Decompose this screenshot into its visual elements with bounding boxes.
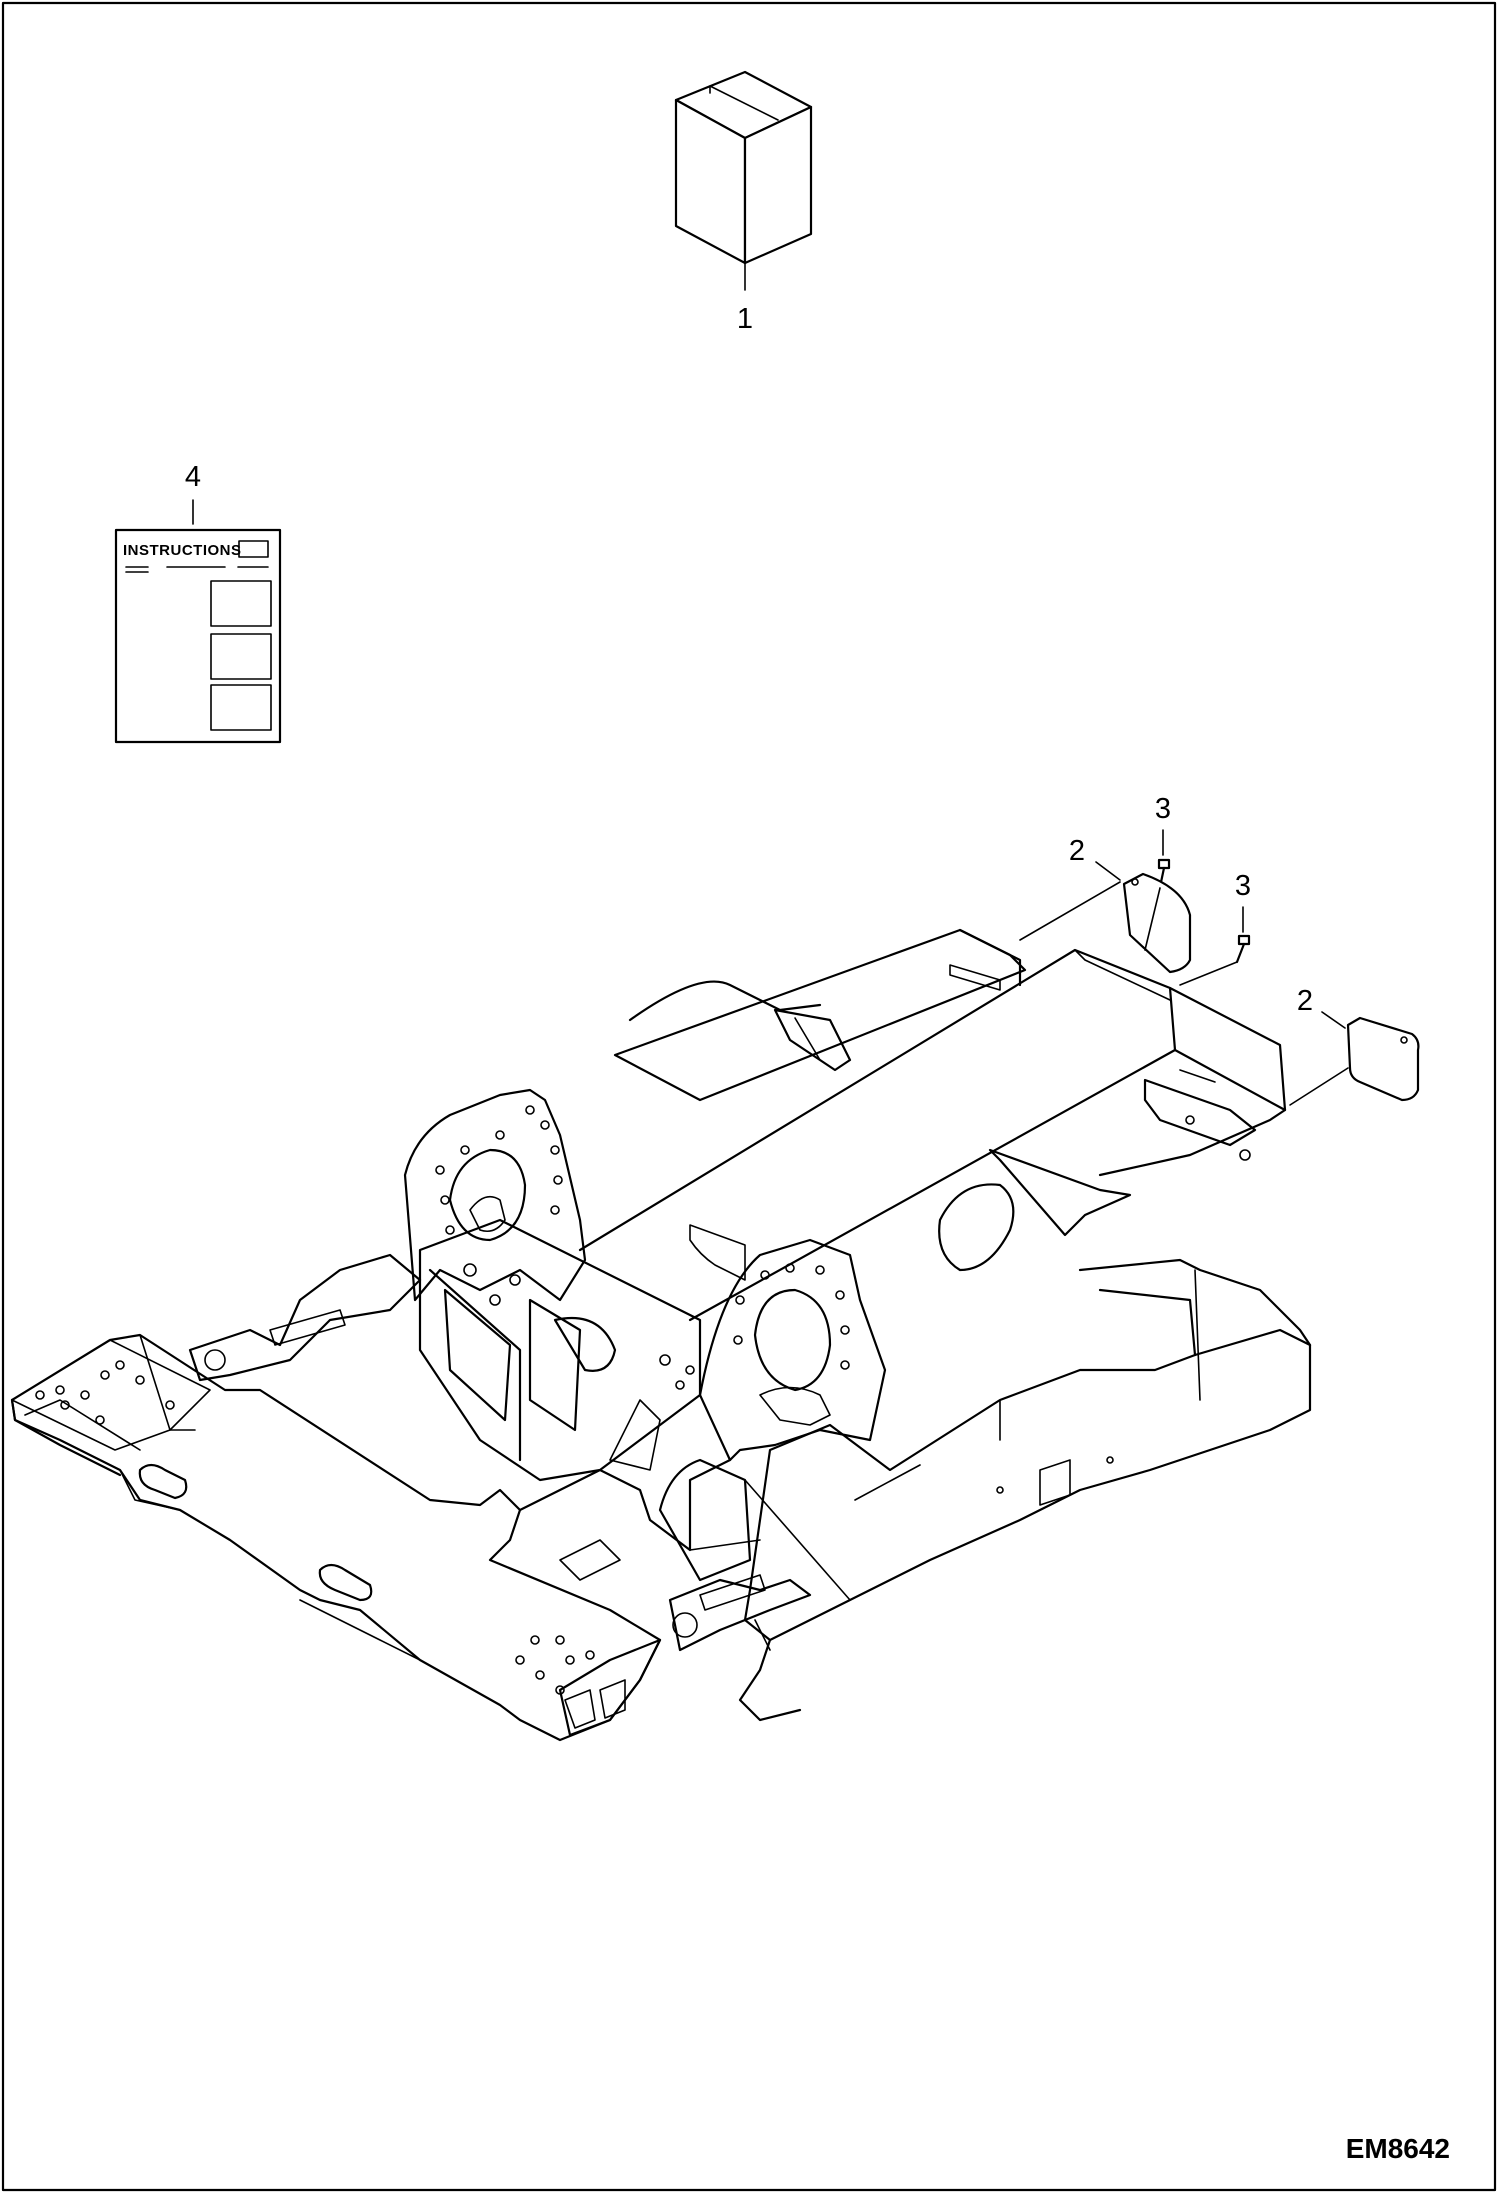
frame-assembly-illustration: [10, 928, 1312, 1742]
callout-4: 4: [185, 461, 201, 493]
reference-code: EM8642: [1346, 2133, 1450, 2164]
callout-2-lower: 2: [1297, 985, 1313, 1017]
callout-leader-2-lower: [1321, 1011, 1346, 1029]
cover-plate-upper-illustration: [1122, 872, 1192, 974]
assembly-line-upper: [1019, 881, 1121, 941]
instruction-sheet-heading: INSTRUCTIONS: [123, 542, 242, 559]
assembly-line-bolt-upper: [1144, 887, 1161, 951]
callout-1: 1: [737, 303, 753, 335]
assembly-line-bolt-lower: [1179, 961, 1238, 986]
callout-3-lower: 3: [1235, 870, 1251, 902]
bolt-lower-illustration: [1235, 934, 1251, 964]
kit-box-illustration: [674, 70, 813, 265]
cover-plate-lower-illustration: [1346, 1016, 1420, 1102]
callout-leader-2-upper: [1095, 861, 1121, 881]
callout-2-upper: 2: [1069, 835, 1085, 867]
assembly-line-lower: [1289, 1067, 1349, 1106]
callout-3-upper: 3: [1155, 793, 1171, 825]
instruction-sheet-illustration: INSTRUCTIONS: [114, 528, 282, 744]
